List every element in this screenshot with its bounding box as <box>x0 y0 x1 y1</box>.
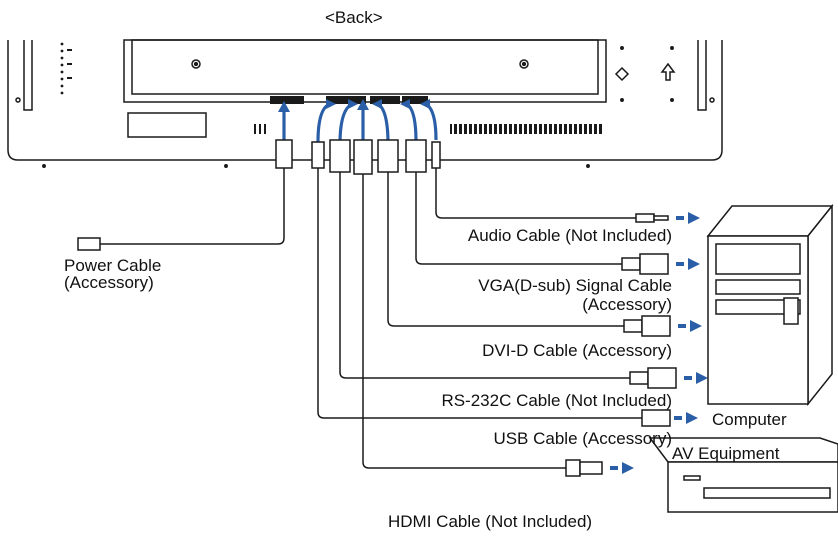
usb-cable-label: USB Cable (Accessory) <box>493 429 672 448</box>
dvi-cable-label: DVI-D Cable (Accessory) <box>482 341 672 360</box>
back-view-title: <Back> <box>325 8 383 27</box>
cable-runs <box>100 168 642 469</box>
power-cable-label-line2: (Accessory) <box>64 273 154 292</box>
status-leds <box>60 42 72 95</box>
vent-grille <box>254 124 602 134</box>
vga-cable-label-line1: VGA(D-sub) Signal Cable <box>478 276 672 295</box>
port-panel <box>270 96 428 104</box>
plug-heads <box>275 139 441 175</box>
hdmi-cable-label: HDMI Cable (Not Included) <box>388 512 593 531</box>
rs232c-cable-label: RS-232C Cable (Not Included) <box>441 391 672 410</box>
av-equipment-box <box>648 437 838 513</box>
audio-cable-label: Audio Cable (Not Included) <box>467 226 672 245</box>
power-cable-label-line1: Power Cable <box>64 256 162 275</box>
device-arrows <box>610 212 708 474</box>
cable-plugs <box>77 213 677 477</box>
av-equipment-label: AV Equipment <box>672 444 780 463</box>
vga-cable-label-line2: (Accessory) <box>582 295 672 314</box>
connection-arrowheads <box>278 99 430 112</box>
computer-label: Computer <box>712 410 787 429</box>
computer-tower <box>706 203 834 407</box>
